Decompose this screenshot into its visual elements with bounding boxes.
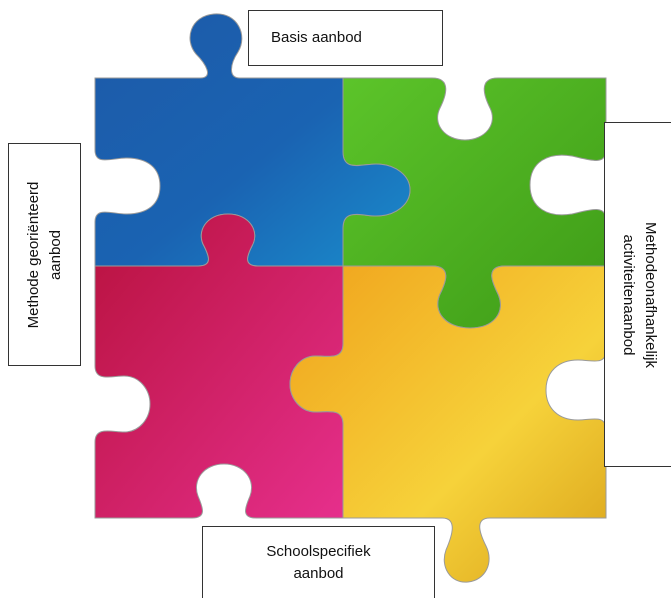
label-right-line-2: activiteitenaanbod: [619, 234, 637, 355]
puzzle-piece-blue: [94, 13, 411, 267]
label-left-line-1: Methode georiënteerd: [24, 181, 42, 328]
label-bottom-line-2: aanbod: [293, 564, 344, 582]
label-top-text: Basis aanbod: [271, 29, 362, 46]
label-right-rotated: Methodeonafhankelijk activiteitenaanbod: [617, 222, 661, 368]
label-methode-georienteerd: Methode georiënteerd aanbod: [8, 143, 81, 366]
label-bottom-line-1: Schoolspecifiek: [266, 542, 371, 560]
label-left-line-2: aanbod: [46, 229, 64, 280]
label-basis-aanbod: Basis aanbod: [248, 10, 443, 66]
label-methodeonafhankelijk: Methodeonafhankelijk activiteitenaanbod: [604, 122, 671, 467]
label-schoolspecifiek: Schoolspecifiek aanbod: [202, 526, 435, 598]
puzzle-piece-yellow: [289, 265, 607, 583]
label-right-line-1: Methodeonafhankelijk: [641, 221, 659, 368]
label-left-rotated: Methode georiënteerd aanbod: [23, 181, 67, 328]
